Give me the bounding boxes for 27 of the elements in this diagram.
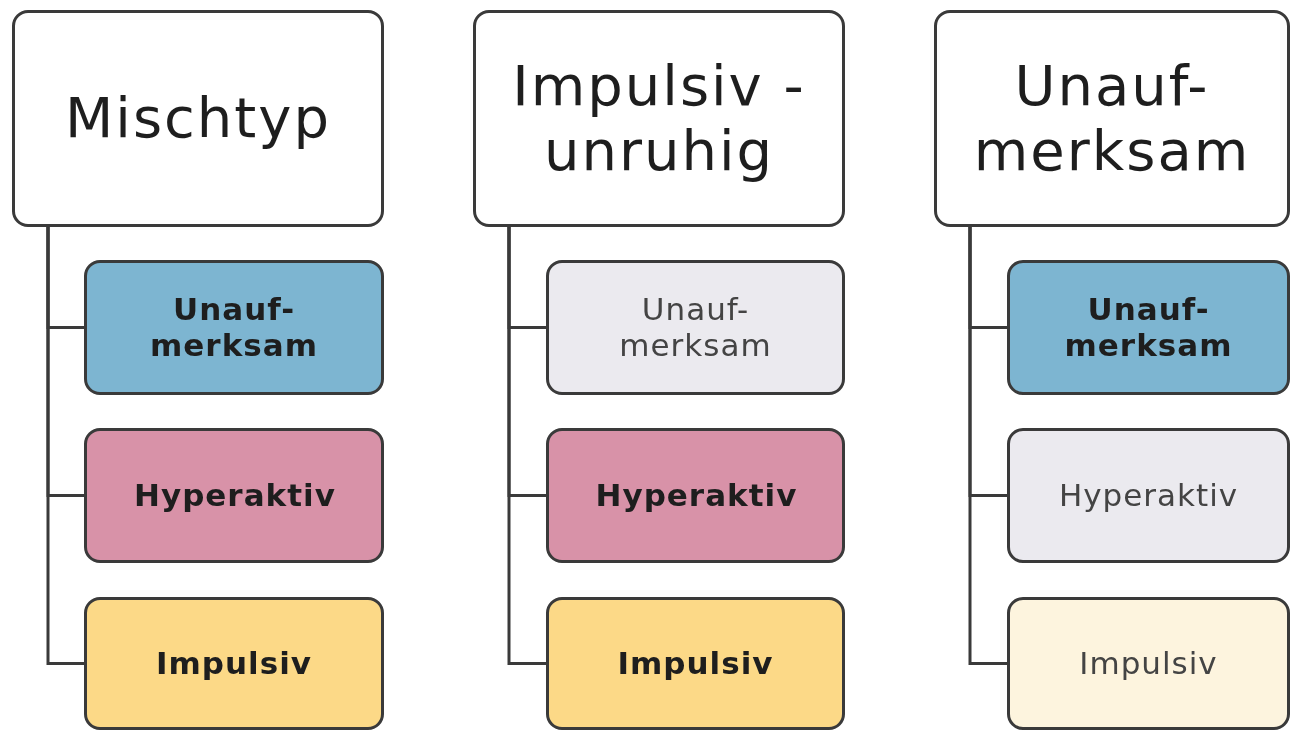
box-label: Hyperaktiv: [1058, 477, 1239, 514]
box-label: Impulsiv: [617, 645, 774, 682]
box-label: Impulsiv: [1079, 645, 1218, 682]
symptom-box: [84, 260, 384, 395]
box-label: Unauf- merksam: [1063, 291, 1234, 364]
category-box: [12, 10, 384, 227]
category-box: [473, 10, 845, 227]
box-label: Mischtyp: [65, 86, 331, 151]
box-label: Unauf- merksam: [972, 54, 1252, 183]
symptom-box: [1007, 597, 1290, 730]
category-box: [934, 10, 1290, 227]
symptom-box: [1007, 428, 1290, 563]
symptom-box: [84, 428, 384, 563]
symptom-box: [546, 428, 845, 563]
box-label: Impulsiv: [156, 645, 312, 682]
symptom-box: [1007, 260, 1290, 395]
box-label: Unauf- merksam: [618, 291, 773, 364]
tree-connector: [968, 227, 1007, 665]
symptom-box: [546, 260, 845, 395]
tree-connector: [46, 227, 84, 665]
box-label: Hyperaktiv: [134, 477, 334, 514]
tree-connector: [507, 227, 546, 665]
box-label: Hyperaktiv: [595, 477, 796, 514]
symptom-box: [546, 597, 845, 730]
box-label: Impulsiv -unruhig: [511, 54, 807, 183]
box-label: Unauf- merksam: [149, 291, 319, 364]
symptom-box: [84, 597, 384, 730]
